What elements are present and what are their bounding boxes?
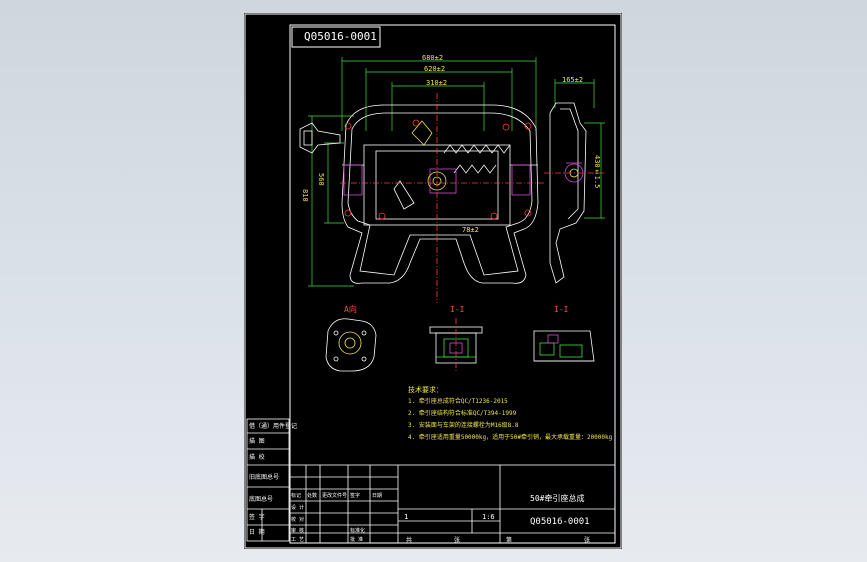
- main-plan-view: [299, 104, 539, 284]
- title-block-row-6: 批 准: [350, 537, 364, 543]
- title-block-qty: 1: [404, 513, 409, 521]
- notes-line-2: 2. 牵引座结构符合标准QC/T394-1999: [408, 410, 517, 417]
- title-block-scale: 1:6: [482, 513, 495, 521]
- outer-frame: [244, 13, 622, 549]
- title-block-header-4: 签字: [350, 493, 361, 499]
- left-block-label-2: 描 图: [249, 438, 265, 445]
- title-block-row-4: 工 艺: [291, 537, 305, 543]
- springs: [443, 144, 511, 174]
- dim-width-mid: 620±2: [424, 65, 446, 73]
- title-block-code: Q05016-0001: [530, 517, 590, 527]
- dim-width-top: 680±2: [422, 54, 444, 62]
- title-block-header-1: 标记: [291, 493, 302, 499]
- header-code: Q05016-0001: [304, 30, 377, 43]
- notes-line-3: 3. 安装面与车架的连接螺栓为M16级8.8: [408, 422, 519, 429]
- left-block-label-7: 日 期: [249, 529, 265, 536]
- title-block-row-2: 校 对: [291, 517, 305, 523]
- dim-side-top: 165±2: [562, 76, 584, 84]
- view-label-b: I-I: [450, 305, 465, 314]
- cad-drawing: [244, 13, 622, 549]
- title-block-row-3: 审 核: [291, 528, 305, 534]
- notes-title: 技术要求：: [408, 386, 443, 394]
- title-block-bottom-4: 张: [584, 537, 591, 544]
- side-view: [544, 102, 604, 284]
- title-block-bottom-2: 张: [454, 537, 461, 544]
- drawing-sheet: Q05016-0001 680±2 620±2 310±2 810 560 16…: [244, 13, 622, 549]
- title-block-bottom-3: 第: [506, 537, 513, 544]
- dim-height-inner: 560: [317, 173, 325, 186]
- detail-view-a: [325, 318, 377, 372]
- title-block-bottom-1: 共: [406, 537, 413, 544]
- view-label-c: I-I: [554, 305, 569, 314]
- notes-line-1: 1. 牵引座总成符合QC/T1236-2015: [408, 398, 508, 405]
- left-block-label-6: 签 字: [249, 514, 265, 521]
- title-block-row-1: 设 计: [291, 505, 305, 511]
- title-block: [289, 464, 616, 544]
- title-block-header-2: 处数: [307, 493, 318, 499]
- notes-line-4: 4. 牵引座适用重量50000kg，适用于50#牵引销，最大承载重量：20000…: [408, 434, 613, 441]
- title-block-row-5: 标准化: [350, 528, 366, 534]
- dim-side-right: 430±1.5: [593, 155, 601, 189]
- left-block-label-3: 描 校: [249, 454, 265, 461]
- title-block-header-5: 日期: [372, 493, 383, 499]
- left-side-block: [246, 418, 290, 542]
- left-block-label-4: 旧底图总号: [249, 474, 280, 481]
- dim-height-left: 810: [301, 189, 309, 202]
- left-block-label-1: 借（通）用件登记: [249, 423, 298, 430]
- dim-width-inner: 310±2: [426, 79, 448, 87]
- dim-inner-small: 78±2: [462, 226, 479, 234]
- left-block-label-5: 底图总号: [249, 496, 274, 503]
- view-label-a: A向: [344, 305, 357, 314]
- section-view-c: [533, 330, 595, 362]
- dimension-lines: [308, 57, 605, 287]
- title-block-name: 50#牵引座总成: [530, 494, 585, 503]
- title-block-header-3: 更改文件号: [322, 493, 348, 499]
- mechanism-detail: [340, 93, 544, 303]
- section-view-b: [429, 318, 483, 371]
- header-code-box: [291, 26, 381, 48]
